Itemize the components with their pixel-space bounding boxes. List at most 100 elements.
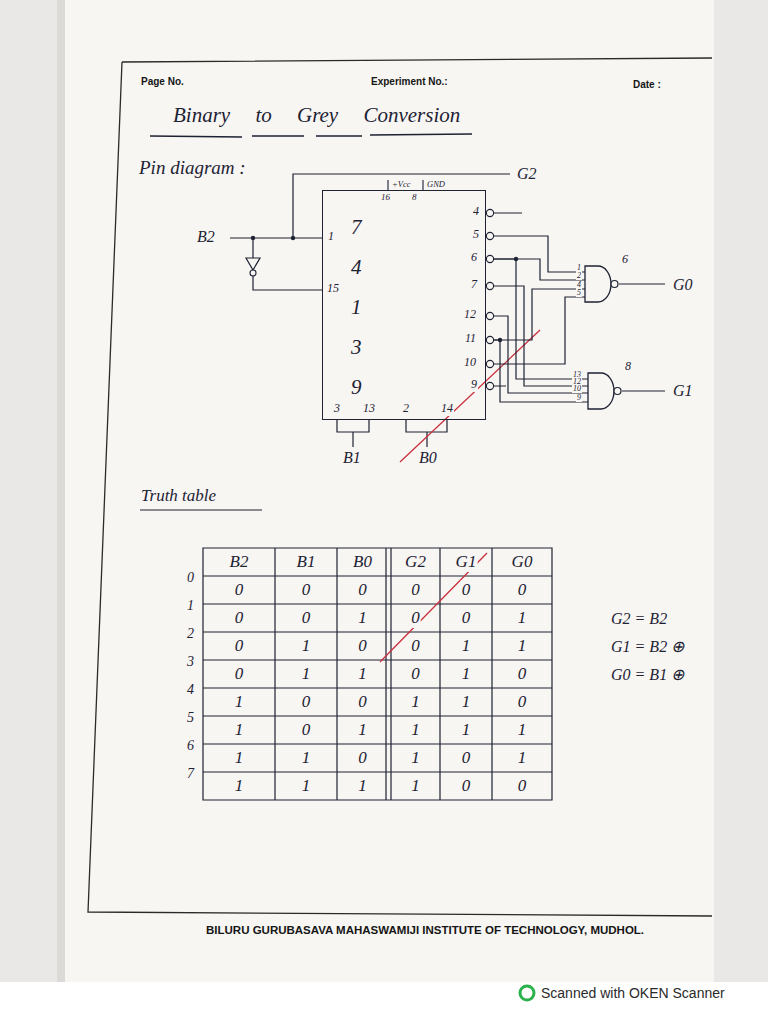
nand-gate: 6	[585, 266, 619, 302]
table-cell: 0	[357, 692, 368, 712]
output-bubble	[486, 312, 493, 319]
table-header: G1	[455, 552, 478, 572]
table-cell: 0	[410, 608, 421, 628]
pin-number: 14	[440, 402, 454, 416]
row-index: 2	[186, 626, 195, 642]
nand-gate-symbol	[585, 266, 619, 302]
table-cell: 0	[517, 692, 528, 712]
scanner-watermark: Scanned with OKEN Scanner	[540, 985, 726, 1001]
page-title: Binary to Grey Conversion	[172, 103, 461, 127]
row-index: 0	[186, 570, 195, 586]
table-cell: 0	[357, 748, 368, 768]
header-field: Date :	[632, 79, 662, 91]
table-cell: 0	[410, 636, 421, 656]
table-cell: 1	[517, 748, 528, 768]
pin-number: 15	[326, 282, 340, 296]
table-cell: 1	[234, 748, 245, 768]
table-header: B0	[352, 552, 373, 572]
equation: G0 = B1 ⊕	[610, 666, 685, 684]
table-cell: 1	[410, 748, 421, 768]
table-cell: 1	[461, 692, 472, 712]
section-heading: Pin diagram :	[138, 157, 247, 179]
row-index: 6	[186, 738, 195, 754]
table-cell: 0	[517, 776, 528, 796]
table-cell: 0	[461, 608, 472, 628]
pin-number: 4	[472, 205, 480, 219]
gate-body	[585, 266, 611, 302]
output-bubble	[486, 232, 493, 239]
table-cell: 0	[301, 720, 312, 740]
pin-number: 6	[470, 251, 478, 265]
connection-wire	[494, 340, 588, 402]
table-cell: 0	[357, 636, 368, 656]
table-cell: 1	[461, 636, 472, 656]
header-field: Experiment No.:	[370, 76, 449, 88]
table-cell: 0	[301, 580, 312, 600]
table-cell: 0	[234, 636, 245, 656]
header-field: Page No.	[140, 76, 185, 88]
table-cell: 0	[461, 776, 472, 796]
table-cell: 1	[461, 664, 472, 684]
college-footer: BILURU GURUBASAVA MAHASWAMIJI INSTITUTE …	[205, 924, 645, 937]
table-cell: 1	[301, 776, 312, 796]
pin-number: 3	[333, 402, 341, 416]
signal-name: G0	[672, 276, 694, 294]
gate-pin-number: 10	[572, 385, 582, 393]
table-cell: 1	[357, 776, 368, 796]
pin-number: 5	[472, 228, 480, 242]
pin-number: 7	[470, 278, 478, 292]
pin-number: 2	[402, 402, 410, 416]
supply-ticks	[388, 180, 423, 190]
decoder-ic: 7 4 1 3 9	[322, 190, 486, 420]
scan-strip	[0, 982, 768, 1024]
red-strike	[380, 330, 540, 662]
table-cell: 1	[301, 748, 312, 768]
inverter-symbol	[246, 258, 260, 270]
table-cell: 1	[517, 636, 528, 656]
table-cell: 1	[234, 692, 245, 712]
table-cell: 1	[301, 664, 312, 684]
truth-table-underline	[140, 509, 262, 510]
table-cell: 0	[301, 692, 312, 712]
connection-wire	[494, 316, 588, 393]
output-bubble	[486, 255, 493, 262]
truth-table-grid	[203, 548, 552, 800]
table-cell: 0	[410, 664, 421, 684]
ic-number: 7 4 1 3 9	[351, 207, 372, 407]
table-cell: 1	[357, 720, 368, 740]
table-cell: 0	[301, 608, 312, 628]
table-cell: 1	[357, 608, 368, 628]
table-cell: 1	[410, 720, 421, 740]
row-index: 3	[186, 654, 195, 670]
pin-number: 11	[464, 332, 477, 346]
row-index: 1	[186, 598, 195, 614]
nand-gate: 8	[588, 373, 622, 409]
table-cell: 0	[234, 580, 245, 600]
output-bubble	[486, 209, 493, 216]
pin-number: 1	[327, 230, 335, 244]
table-cell: 1	[301, 636, 312, 656]
output-bubble	[486, 282, 493, 289]
table-cell: 1	[234, 776, 245, 796]
signal-name: B1	[342, 449, 362, 467]
table-header: B2	[229, 552, 250, 572]
pin-number: 13	[362, 402, 376, 416]
signal-name: B0	[418, 449, 438, 467]
gate-bubble	[614, 388, 621, 395]
pin-number: 9	[470, 378, 478, 392]
section-heading: Truth table	[140, 486, 217, 506]
equation: G2 = B2	[610, 610, 668, 628]
supply-label: GND	[426, 180, 446, 189]
table-cell: 0	[357, 580, 368, 600]
table-cell: 1	[517, 608, 528, 628]
gate-bubble	[611, 281, 618, 288]
table-cell: 0	[517, 580, 528, 600]
table-cell: 1	[410, 776, 421, 796]
table-cell: 1	[517, 720, 528, 740]
connection-wire	[494, 259, 585, 280]
nand-gate-symbol	[588, 373, 622, 409]
table-cell: 1	[357, 664, 368, 684]
